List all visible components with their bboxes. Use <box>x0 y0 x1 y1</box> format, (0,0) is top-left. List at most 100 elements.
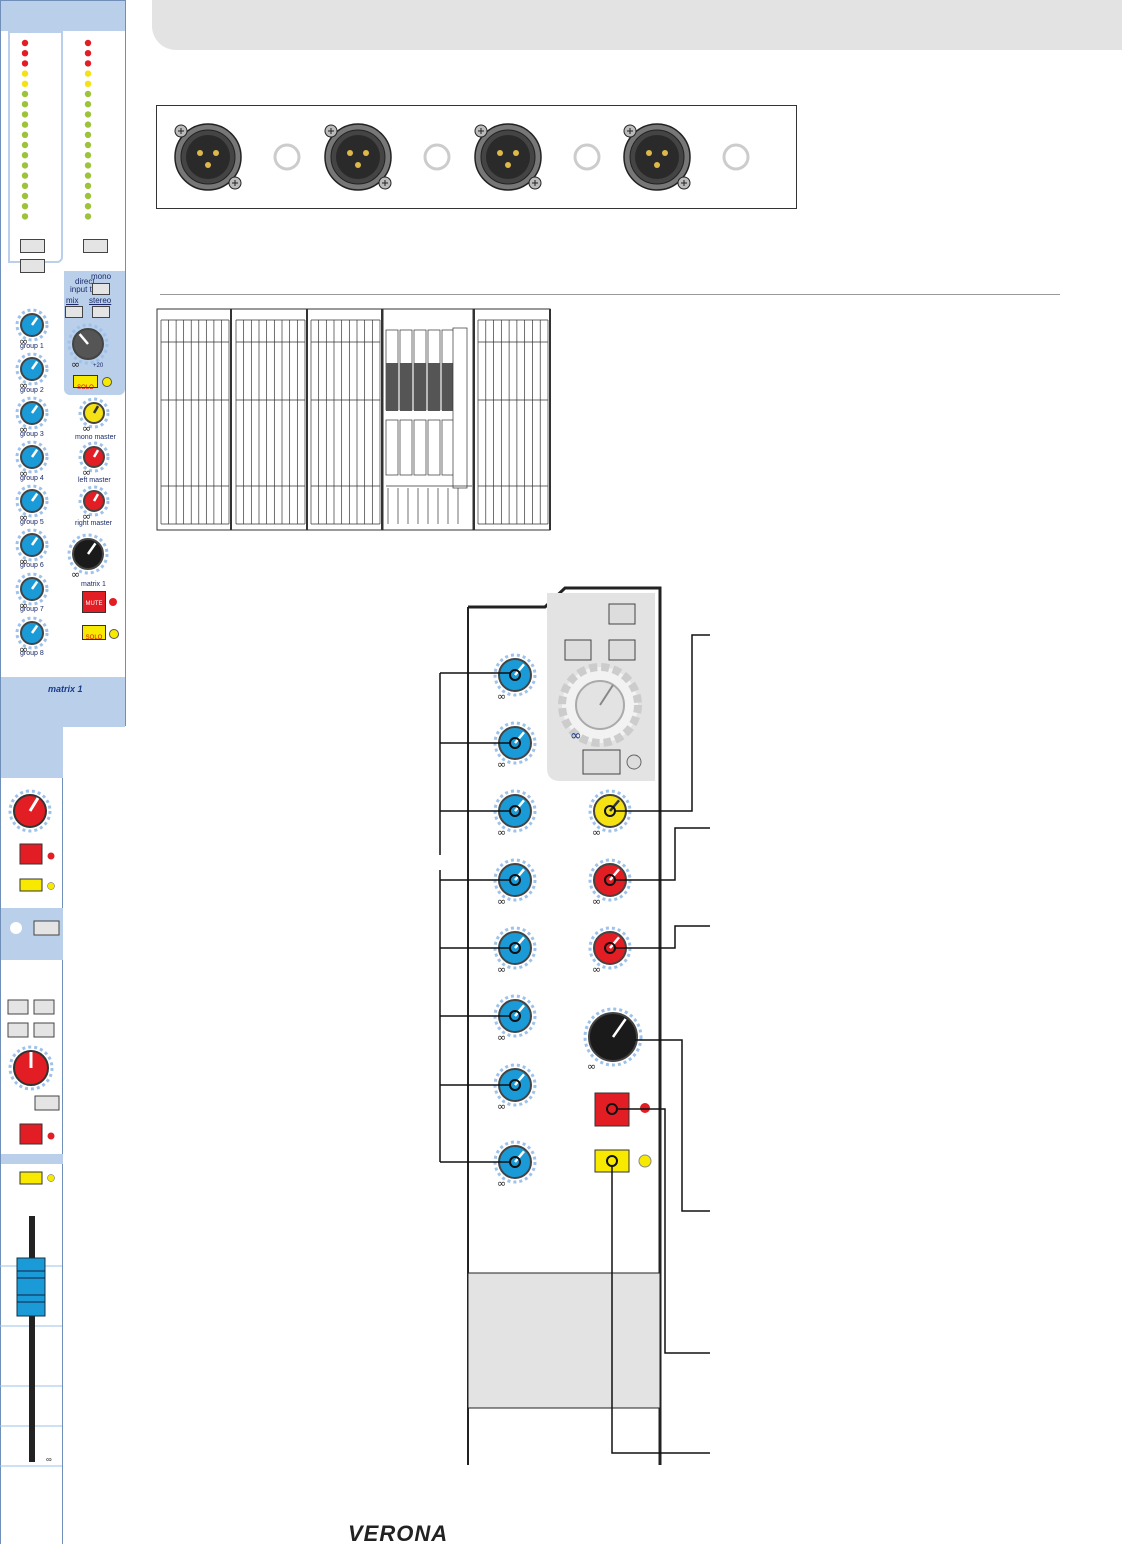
lower-button-5[interactable] <box>34 1095 60 1111</box>
meter-led <box>21 131 29 138</box>
meter-led <box>21 50 29 57</box>
mix-button[interactable] <box>65 306 83 318</box>
lower-mute-button[interactable] <box>19 843 43 865</box>
group-send-knob[interactable]: ∞ <box>15 528 49 568</box>
group-send-knob[interactable]: ∞ <box>15 352 49 392</box>
meter-led <box>21 60 29 67</box>
meter-led <box>84 203 92 210</box>
meter-led <box>21 80 29 88</box>
meter-led <box>84 162 92 169</box>
group-send-knob[interactable]: ∞ <box>15 572 49 612</box>
enlarged-matrix-level-knob[interactable]: ∞ <box>583 1007 643 1073</box>
knob-inf-label: ∞ <box>19 511 28 524</box>
meter-led <box>84 213 92 220</box>
mono-master-knob[interactable]: ∞ <box>78 397 110 435</box>
matrix-level-knob[interactable]: ∞ <box>67 533 109 581</box>
solo-button[interactable]: SOLO <box>73 375 98 391</box>
solo-button-label: SOLO <box>77 385 94 391</box>
lower-top-button[interactable] <box>33 920 60 936</box>
lower-mute-button-2[interactable] <box>19 1123 43 1145</box>
mute-button[interactable]: MUTE <box>82 591 106 613</box>
knob-inf-label: ∞ <box>497 690 506 703</box>
knob-inf-label: ∞ <box>497 1177 506 1190</box>
meter-led <box>84 101 92 108</box>
knob-inf-label: ∞ <box>497 963 506 976</box>
matrix-1-knob-label: matrix 1 <box>81 581 106 588</box>
knob-inf-label: ∞ <box>497 1031 506 1044</box>
group-send-knob[interactable]: ∞ <box>15 308 49 348</box>
svg-text:VERONA: VERONA <box>348 1522 448 1544</box>
master-fader[interactable] <box>0 1216 62 1467</box>
strip-knobs: ∞∞∞∞∞∞∞∞∞∞∞∞∞ <box>15 308 110 656</box>
lower-strip-top-band <box>1 726 63 778</box>
mono-label: mono <box>91 272 112 281</box>
enlarged-trim-knob[interactable] <box>558 663 642 747</box>
lower-button-4[interactable] <box>33 1022 55 1038</box>
enlarged-stereo-button[interactable] <box>608 639 636 661</box>
meter-led <box>21 182 29 189</box>
group-send-knob[interactable]: ∞ <box>15 484 49 524</box>
knob-inf-label: ∞ <box>71 358 80 371</box>
meter-led <box>84 131 92 138</box>
right-master-knob[interactable]: ∞ <box>78 485 110 523</box>
lower-button-3[interactable] <box>7 1022 29 1038</box>
jack-socket <box>273 143 301 171</box>
meter-button-left-2[interactable] <box>20 259 45 273</box>
mono-button[interactable] <box>92 283 110 295</box>
knob-inf-label: ∞ <box>592 895 601 908</box>
direct-input-trim-knob[interactable]: ∞ <box>67 323 109 371</box>
channel-name-label: matrix 1 <box>48 684 83 694</box>
group-send-knob[interactable]: ∞ <box>15 440 49 480</box>
meter-led <box>21 162 29 169</box>
meter-button-left[interactable] <box>20 239 45 253</box>
meter-led <box>84 152 92 159</box>
meter-led <box>21 213 29 220</box>
lower-indicator-hole <box>10 922 22 934</box>
mono-master-label: mono master <box>75 434 116 441</box>
lower-solo-led <box>47 882 55 890</box>
solo-led-2 <box>109 629 119 639</box>
enlarged-group-5-knob[interactable]: ∞ <box>493 926 537 976</box>
enlarged-solo-button[interactable] <box>582 749 621 775</box>
jack-socket <box>423 143 451 171</box>
strip-name-band <box>1 677 125 727</box>
group-send-knob[interactable]: ∞ <box>15 396 49 436</box>
group-6-label: group 6 <box>20 562 44 569</box>
left-master-knob[interactable]: ∞ <box>78 441 110 479</box>
matrix-channel-strip: matrix 1 direct input to mono mix stereo… <box>0 0 126 727</box>
solo-led <box>102 377 112 387</box>
group-3-label: group 3 <box>20 431 44 438</box>
meter-led <box>84 50 92 57</box>
meter-led <box>84 192 92 200</box>
jack-socket <box>573 143 601 171</box>
knob-inf-label: ∞ <box>82 422 91 435</box>
solo-button-2[interactable]: SOLO <box>82 625 106 641</box>
group-send-knob[interactable]: ∞ <box>15 616 49 656</box>
group-7-label: group 7 <box>20 606 44 613</box>
xlr-output-4 <box>623 123 750 191</box>
group-8-label: group 8 <box>20 650 44 657</box>
lower-solo-button[interactable] <box>19 878 43 892</box>
group-4-label: group 4 <box>20 475 44 482</box>
stereo-label: stereo <box>89 296 112 305</box>
stereo-button[interactable] <box>92 306 110 318</box>
enlarged-group-2-knob[interactable]: ∞ <box>493 721 537 771</box>
meter-button-right[interactable] <box>83 239 108 253</box>
knob-inf-label: ∞ <box>497 826 506 839</box>
meter-led <box>21 121 29 128</box>
mix-label: mix <box>66 296 79 305</box>
knob-inf-label: ∞ <box>19 555 28 568</box>
knob-inf-label: ∞ <box>82 466 91 479</box>
meter-led <box>84 121 92 128</box>
lower-solo-button-2[interactable] <box>19 1171 43 1185</box>
lower-button-2[interactable] <box>33 999 55 1015</box>
lower-button-1[interactable] <box>7 999 29 1015</box>
meter-led <box>21 152 29 159</box>
knob-inf-label: ∞ <box>19 423 28 436</box>
xlr-output-2 <box>324 123 451 191</box>
meter-led <box>21 203 29 210</box>
enlarged-mono-button[interactable] <box>608 603 636 625</box>
enlarged-group-1-knob[interactable]: ∞ <box>493 653 537 703</box>
meter-led <box>84 141 92 149</box>
enlarged-mix-button[interactable] <box>564 639 592 661</box>
